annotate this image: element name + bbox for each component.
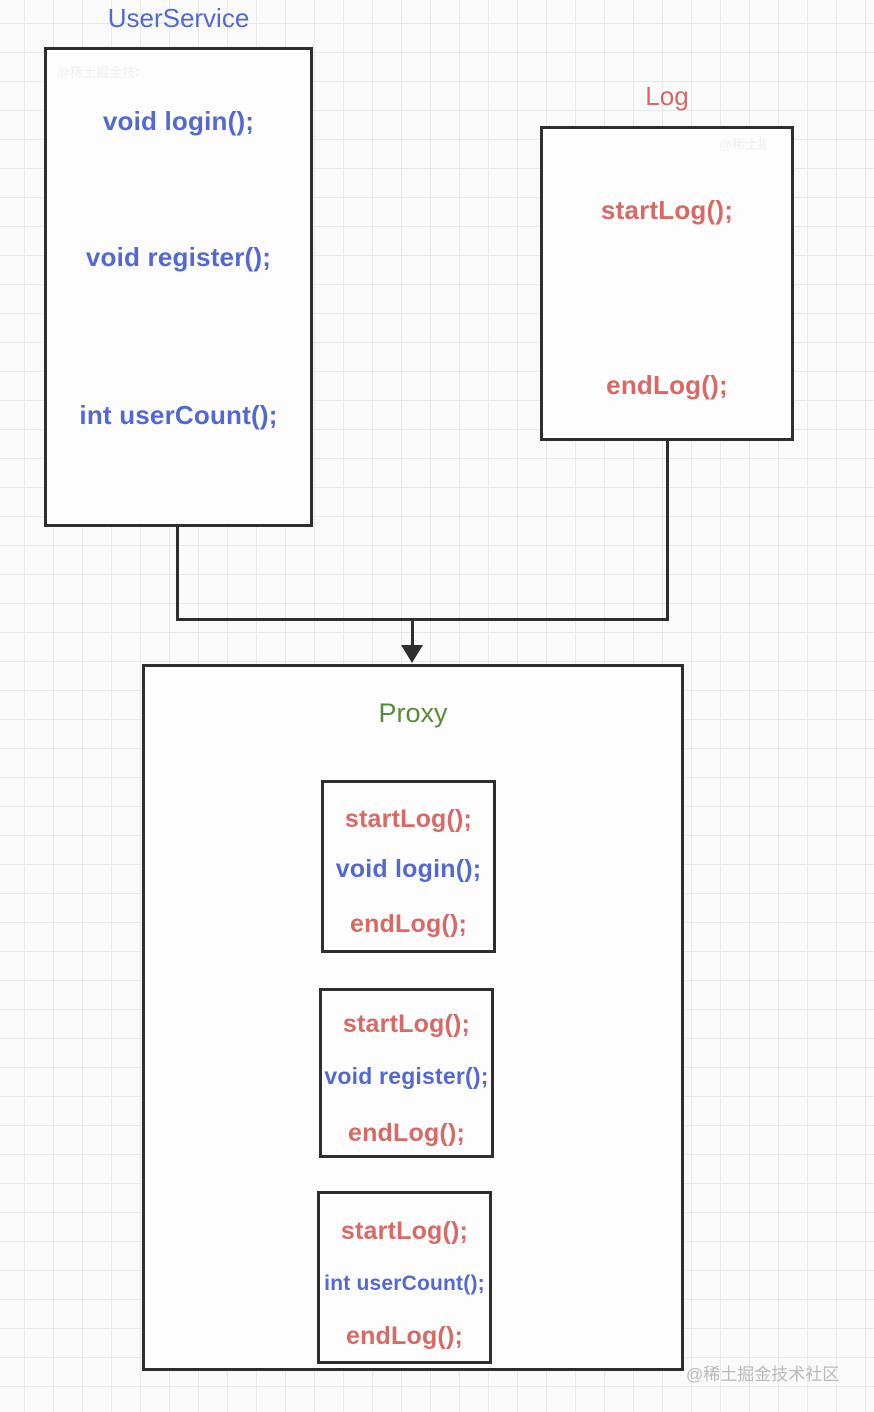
proxy-box: Proxy startLog(); void login(); endLog()… [142,664,684,1371]
faint-watermark: @稀土掘金技术社区 [57,65,139,80]
proxy-block-endlog: endLog(); [349,910,468,938]
proxy-block-method: void register(); [324,1063,489,1089]
proxy-block-login: startLog(); void login(); endLog(); [321,780,496,953]
site-watermark: @稀土掘金技术社区 [686,1365,840,1384]
proxy-block-register: startLog(); void register(); endLog(); [319,988,494,1158]
method-int-usercount: int userCount(); [79,400,278,430]
connector-arrow-stem [411,620,414,648]
proxy-block-startlog: startLog(); [342,1010,471,1038]
proxy-block-startlog: startLog(); [344,805,473,833]
arrow-down-icon [401,645,423,663]
proxy-title: Proxy [378,698,448,728]
userservice-title: UserService [107,3,250,33]
proxy-block-usercount: startLog(); int userCount(); endLog(); [317,1191,492,1364]
method-startlog: startLog(); [600,195,734,225]
method-void-login: void login(); [102,106,255,136]
proxy-block-method: int userCount(); [324,1272,485,1295]
connector-horizontal [176,618,669,621]
proxy-block-endlog: endLog(); [345,1322,464,1350]
log-title: Log [645,81,689,111]
method-void-register: void register(); [85,242,272,272]
userservice-box: @稀土掘金技术社区 void login(); void register();… [44,47,313,527]
connector-userservice-down [176,527,179,621]
method-endlog: endLog(); [606,370,728,400]
proxy-block-startlog: startLog(); [340,1217,469,1245]
log-box: @稀土掘金技术社区 startLog(); endLog(); [540,126,794,441]
proxy-block-endlog: endLog(); [347,1119,466,1147]
connector-log-down [666,441,669,621]
faint-watermark: @稀土掘金技术社区 [719,137,767,152]
proxy-block-method: void login(); [335,855,482,883]
